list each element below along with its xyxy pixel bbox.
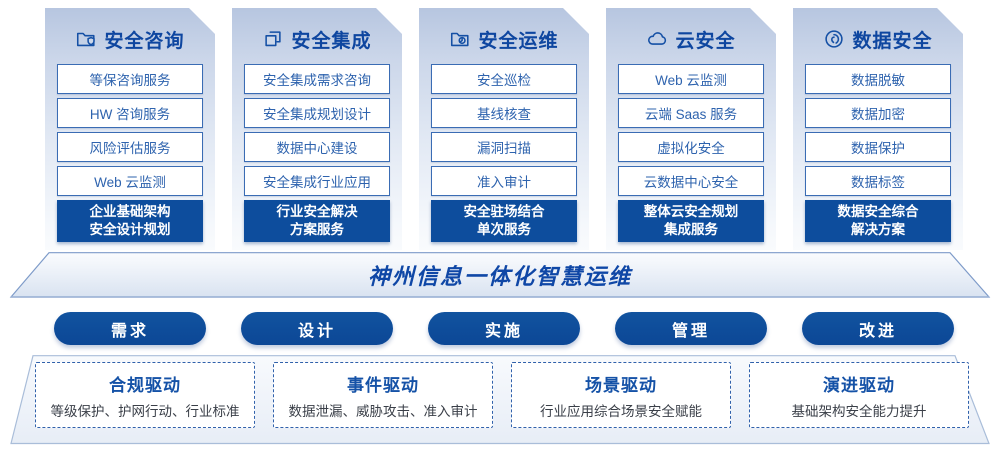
folder-shield-icon (75, 28, 97, 50)
base-trapezoid-shape (10, 355, 990, 445)
service-item: 数据加密 (805, 98, 951, 128)
highlight-box: 安全驻场结合 单次服务 (431, 200, 577, 242)
driver-desc: 行业应用综合场景安全赋能 (540, 403, 702, 419)
column-header: 云安全 (606, 25, 776, 53)
column-header: 安全集成 (232, 25, 402, 53)
column-title: 数据安全 (852, 30, 933, 52)
driver-title: 事件驱动 (347, 375, 419, 395)
service-item: 数据标签 (805, 166, 951, 196)
platform-banner: 神州信息一体化智慧运维 (0, 252, 1000, 298)
highlight-line: 安全驻场结合 (463, 203, 545, 219)
column-title: 安全运维 (478, 30, 559, 52)
highlight-line: 整体云安全规划 (643, 203, 739, 219)
copy-documents-icon (262, 28, 284, 50)
highlight-line: 集成服务 (664, 222, 718, 237)
banner-title: 神州信息一体化智慧运维 (367, 264, 632, 289)
column-header: 安全运维 (419, 25, 589, 53)
service-item: 安全集成需求咨询 (244, 64, 390, 94)
service-item: 安全集成行业应用 (244, 166, 390, 196)
service-item: 基线核查 (431, 98, 577, 128)
pill-slot: 实施 (419, 312, 589, 345)
driver-title: 场景驱动 (585, 375, 657, 395)
column-header: 数据安全 (793, 25, 963, 53)
pill-slot: 设计 (232, 312, 402, 345)
column-title: 安全咨询 (104, 30, 185, 52)
pill-improvement: 改进 (802, 312, 954, 345)
driver-desc: 基础架构安全能力提升 (791, 403, 927, 419)
service-item: 数据脱敏 (805, 64, 951, 94)
highlight-line: 解决方案 (851, 222, 905, 237)
driver-title: 合规驱动 (109, 375, 181, 395)
column-security-operations: 安全运维 安全巡检 基线核查 漏洞扫描 准入审计 安全驻场结合 单次服务 (419, 8, 589, 250)
service-item: 风险评估服务 (57, 132, 203, 162)
driver-evolution: 演进驱动 基础架构安全能力提升 (749, 362, 969, 428)
highlight-box: 整体云安全规划 集成服务 (618, 200, 764, 242)
highlight-line: 企业基础架构 (89, 203, 171, 219)
highlight-line: 安全设计规划 (89, 222, 171, 237)
column-data-security: 数据安全 数据脱敏 数据加密 数据保护 数据标签 数据安全综合 解决方案 (793, 8, 963, 250)
pill-management: 管理 (615, 312, 767, 345)
pill-implementation: 实施 (428, 312, 580, 345)
column-security-consulting: 安全咨询 等保咨询服务 HW 咨询服务 风险评估服务 Web 云监测 企业基础架… (45, 8, 215, 250)
pill-design: 设计 (241, 312, 393, 345)
column-title: 安全集成 (291, 30, 372, 52)
pill-demand: 需求 (54, 312, 206, 345)
column-title: 云安全 (675, 30, 736, 52)
service-item: 云端 Saas 服务 (618, 98, 764, 128)
highlight-line: 单次服务 (477, 222, 531, 237)
service-item: 漏洞扫描 (431, 132, 577, 162)
highlight-line: 行业安全解决 (276, 203, 358, 219)
fingerprint-icon (823, 28, 845, 50)
folder-pie-icon (449, 28, 471, 50)
service-item: 云数据中心安全 (618, 166, 764, 196)
driver-incident: 事件驱动 数据泄漏、威胁攻击、准入审计 (273, 362, 493, 428)
driver-compliance: 合规驱动 等级保护、护网行动、行业标准 (35, 362, 255, 428)
service-item: Web 云监测 (57, 166, 203, 196)
service-item: 数据中心建设 (244, 132, 390, 162)
pill-slot: 改进 (793, 312, 963, 345)
service-item: 准入审计 (431, 166, 577, 196)
service-columns: 安全咨询 等保咨询服务 HW 咨询服务 风险评估服务 Web 云监测 企业基础架… (45, 8, 963, 250)
driver-scenario: 场景驱动 行业应用综合场景安全赋能 (511, 362, 731, 428)
highlight-box: 企业基础架构 安全设计规划 (57, 200, 203, 242)
driver-title: 演进驱动 (823, 375, 895, 395)
cloud-icon (646, 28, 668, 50)
driver-boxes: 合规驱动 等级保护、护网行动、行业标准 事件驱动 数据泄漏、威胁攻击、准入审计 … (35, 362, 969, 428)
column-cloud-security: 云安全 Web 云监测 云端 Saas 服务 虚拟化安全 云数据中心安全 整体云… (606, 8, 776, 250)
column-header: 安全咨询 (45, 25, 215, 53)
highlight-box: 数据安全综合 解决方案 (805, 200, 951, 242)
service-item: 安全集成规划设计 (244, 98, 390, 128)
service-item: 虚拟化安全 (618, 132, 764, 162)
service-item: Web 云监测 (618, 64, 764, 94)
service-item: HW 咨询服务 (57, 98, 203, 128)
pill-slot: 管理 (606, 312, 776, 345)
highlight-line: 方案服务 (290, 222, 344, 237)
column-security-integration: 安全集成 安全集成需求咨询 安全集成规划设计 数据中心建设 安全集成行业应用 行… (232, 8, 402, 250)
process-pills: 需求 设计 实施 管理 改进 (45, 312, 963, 345)
base-platform (0, 355, 1000, 445)
highlight-box: 行业安全解决 方案服务 (244, 200, 390, 242)
service-item: 等保咨询服务 (57, 64, 203, 94)
driver-desc: 等级保护、护网行动、行业标准 (50, 403, 240, 419)
pill-slot: 需求 (45, 312, 215, 345)
service-item: 安全巡检 (431, 64, 577, 94)
driver-desc: 数据泄漏、威胁攻击、准入审计 (288, 403, 478, 419)
banner-trapezoid-shape (9, 252, 991, 298)
service-item: 数据保护 (805, 132, 951, 162)
highlight-line: 数据安全综合 (837, 203, 919, 219)
